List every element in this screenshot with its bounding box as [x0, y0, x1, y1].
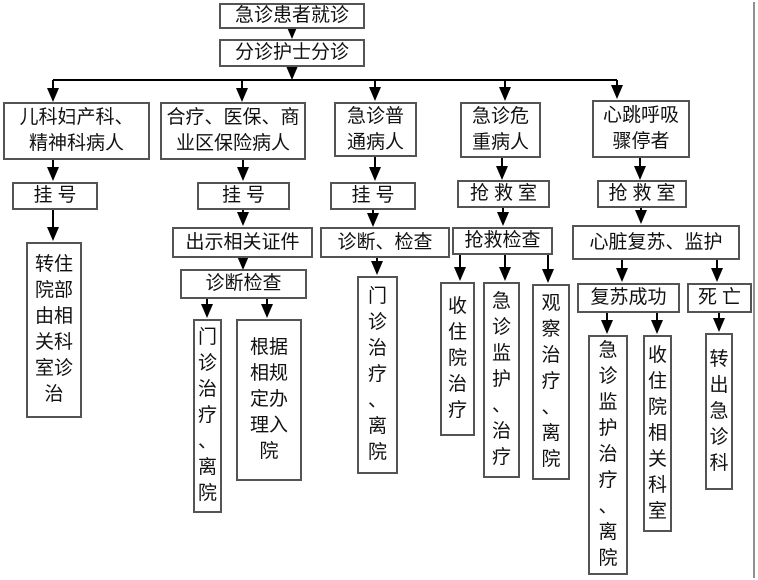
node-branch-ordinary: 急诊普 通病人: [334, 102, 417, 157]
node-branch-cardiac-arrest: 心跳呼吸 骤停者: [592, 100, 690, 158]
node-transfer-out-er: 转 出 急 诊 科: [705, 333, 733, 490]
node-resuscitation-success: 复苏成功: [577, 283, 680, 313]
node-observe-discharge: 观 察 治 疗 、 离 院: [532, 284, 570, 480]
node-branch-insurance: 合疗、医保、商 业区保险病人: [160, 102, 306, 160]
node-cpr-monitor: 心脏复苏、监护: [572, 225, 740, 260]
node-rescue-room-2: 抢救室: [597, 180, 687, 208]
node-admit-related-dept: 收 住 院 相 关 科 室: [643, 335, 672, 532]
node-register-2: 挂号: [197, 182, 290, 210]
node-branch-critical: 急诊危 重病人: [460, 102, 541, 158]
node-rescue-room-1: 抢救室: [457, 180, 550, 208]
node-triage-nurse: 分诊护士分诊: [219, 39, 365, 67]
node-death: 死亡: [687, 283, 752, 313]
node-rescue-check: 抢救检查: [452, 227, 553, 255]
node-diagnosis-check-2: 诊断检查: [180, 269, 307, 299]
node-patient-arrival: 急诊患者就诊: [219, 3, 365, 29]
node-register-3: 挂号: [330, 182, 416, 210]
node-er-monitor-treatment: 急 诊 监 护 、 治 疗: [483, 282, 520, 478]
node-outpatient-discharge-3: 门 诊 治 疗 、 离 院: [357, 276, 398, 474]
node-outpatient-discharge-2: 门 诊 治 疗 、 离 院: [193, 319, 222, 513]
node-diagnosis-check-3: 诊断、检查: [320, 227, 450, 258]
node-admit-treatment: 收 住 院 治 疗: [440, 282, 475, 436]
node-branch-pediatric: 儿科妇产科、 精神科病人: [3, 102, 150, 160]
node-er-monitor-discharge: 急 诊 监 护 治 疗 、 离 院: [588, 335, 628, 575]
node-show-documents: 出示相关证件: [172, 227, 313, 258]
node-admission-procedure: 根据 相规 定办 理入 院: [236, 319, 302, 481]
node-register-1: 挂号: [12, 182, 98, 210]
node-transfer-inpatient: 转住 院部 由相 关科 室诊 治: [26, 242, 82, 418]
